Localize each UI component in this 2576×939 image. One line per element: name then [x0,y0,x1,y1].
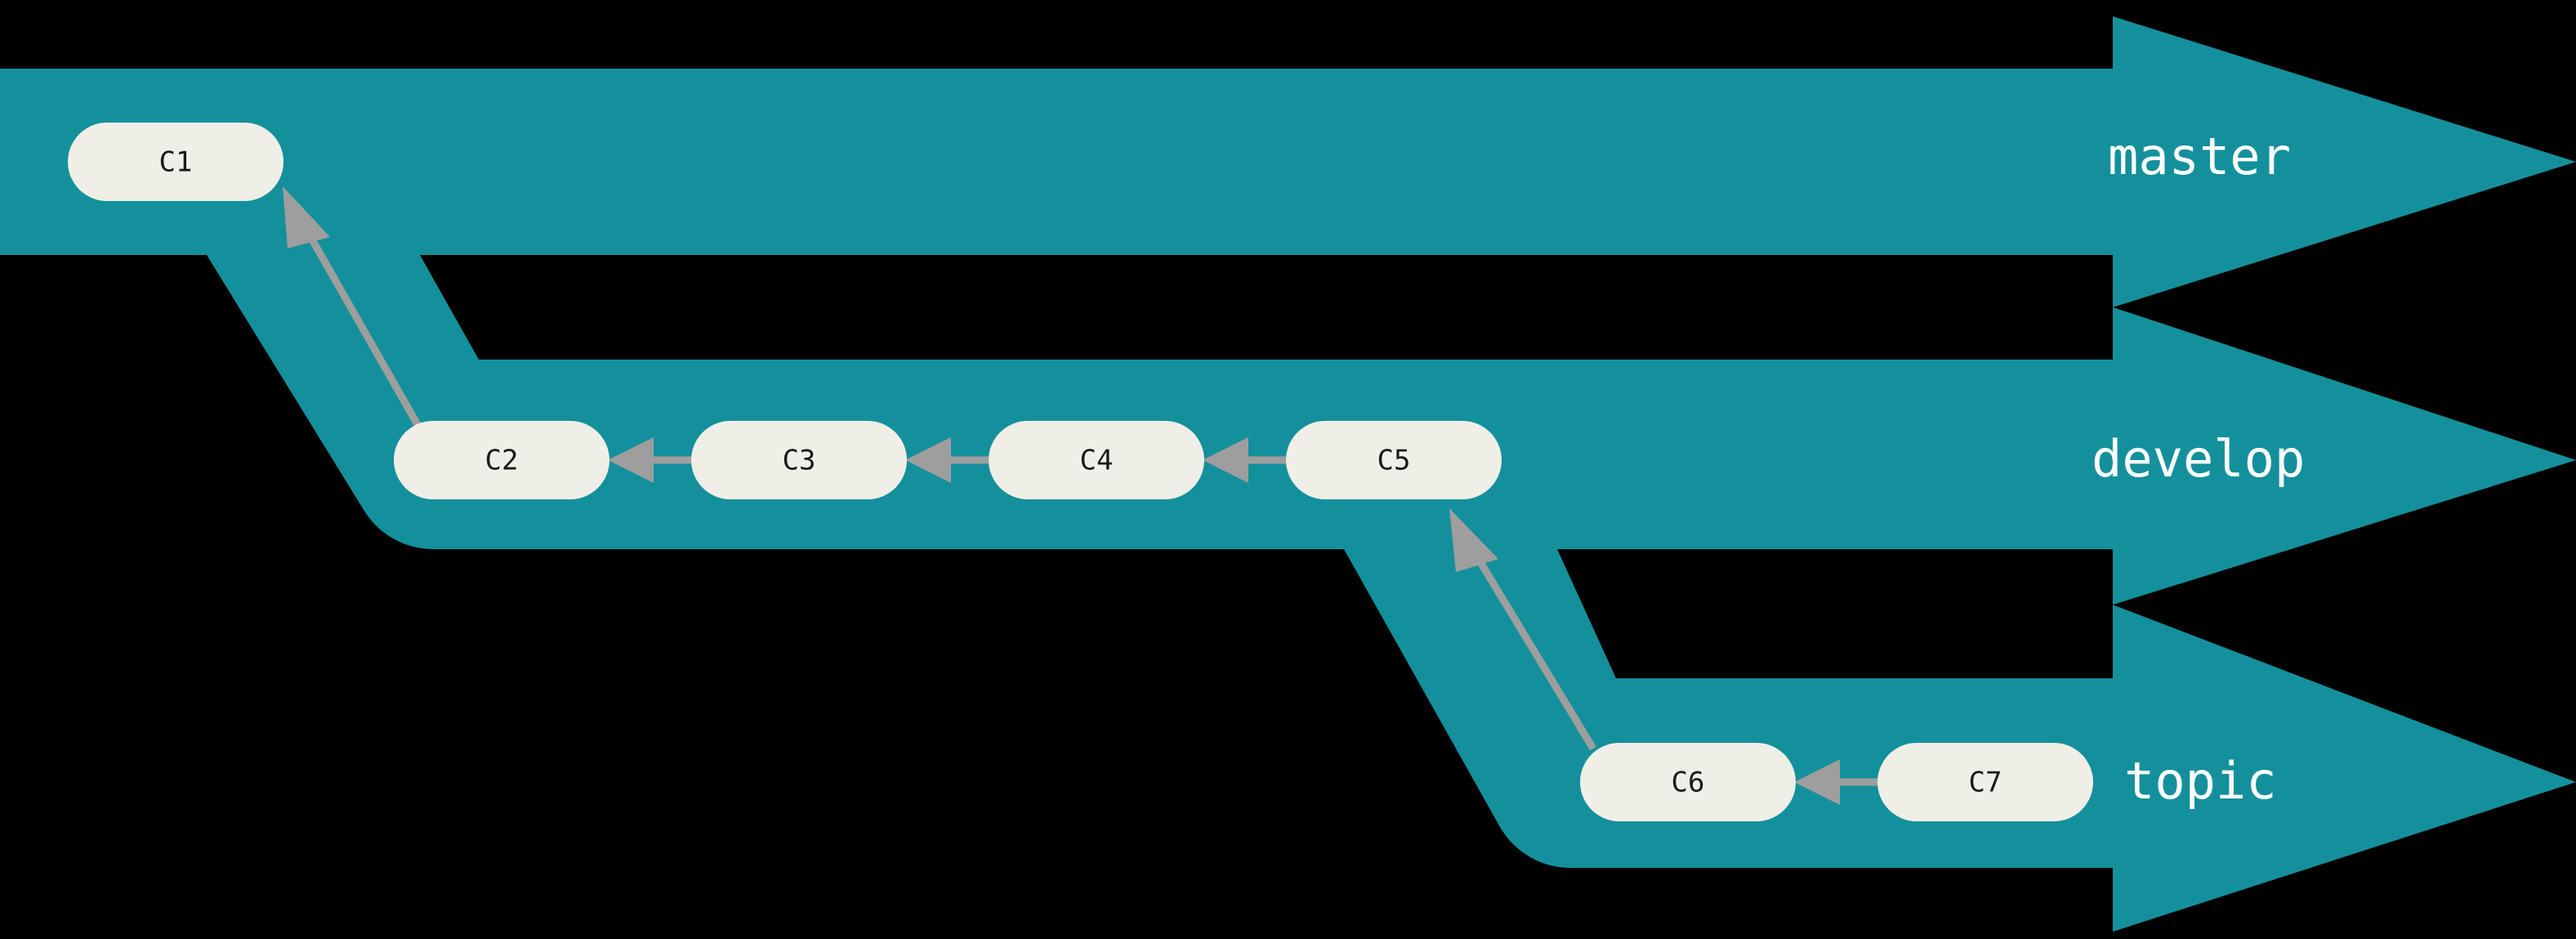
commit-node-c3-label: C3 [783,445,816,477]
edge-c2-to-c1 [283,186,422,430]
branch-label-develop: develop [2092,429,2305,489]
commit-node-c5-box[interactable] [1286,421,1502,499]
commit-node-c1[interactable]: C1 [68,123,283,201]
branch-band-master-shape [0,16,2576,307]
branch-label-master: master [2108,127,2291,186]
edge-c6-to-c5-line [1467,543,1596,751]
edge-c6-to-c5-arrowhead [1449,508,1498,572]
edge-c4-to-c3-arrowhead [905,437,951,483]
edge-c3-to-c2 [608,437,691,483]
commit-node-c5[interactable]: C5 [1286,421,1502,499]
commit-node-c5-label: C5 [1377,445,1411,477]
commit-node-c2-label: C2 [485,445,519,477]
commit-node-c7-box[interactable] [1877,743,2093,821]
edge-c6-to-c5 [1449,508,1596,751]
branch-band-topic [1344,549,2576,932]
commit-node-c3[interactable]: C3 [691,421,907,499]
branch-band-topic-shape [1344,549,2576,932]
commit-node-c4-label: C4 [1080,445,1114,477]
commit-node-c4[interactable]: C4 [989,421,1204,499]
commit-node-c2[interactable]: C2 [394,421,609,499]
commit-node-c3-box[interactable] [691,421,907,499]
edge-c2-to-c1-arrowhead [283,186,330,248]
edge-c5-to-c4 [1203,437,1286,483]
branch-band-master [0,16,2576,307]
edge-c7-to-c6 [1794,759,1877,805]
commit-node-c1-label: C1 [159,146,193,179]
commit-node-c2-box[interactable] [394,421,609,499]
commit-node-c1-box[interactable] [68,123,283,201]
commit-node-c6-label: C6 [1672,767,1705,799]
edge-c7-to-c6-arrowhead [1794,759,1840,805]
edge-c2-to-c1-line [299,220,422,430]
commit-node-c7[interactable]: C7 [1877,743,2093,821]
commit-node-c6[interactable]: C6 [1580,743,1796,821]
commit-node-c4-box[interactable] [989,421,1204,499]
commit-node-c7-label: C7 [1969,767,2002,799]
commit-node-c6-box[interactable] [1580,743,1796,821]
edge-c5-to-c4-arrowhead [1203,437,1248,483]
branch-label-topic: topic [2124,751,2277,811]
edge-c3-to-c2-arrowhead [608,437,654,483]
edge-c4-to-c3 [905,437,989,483]
